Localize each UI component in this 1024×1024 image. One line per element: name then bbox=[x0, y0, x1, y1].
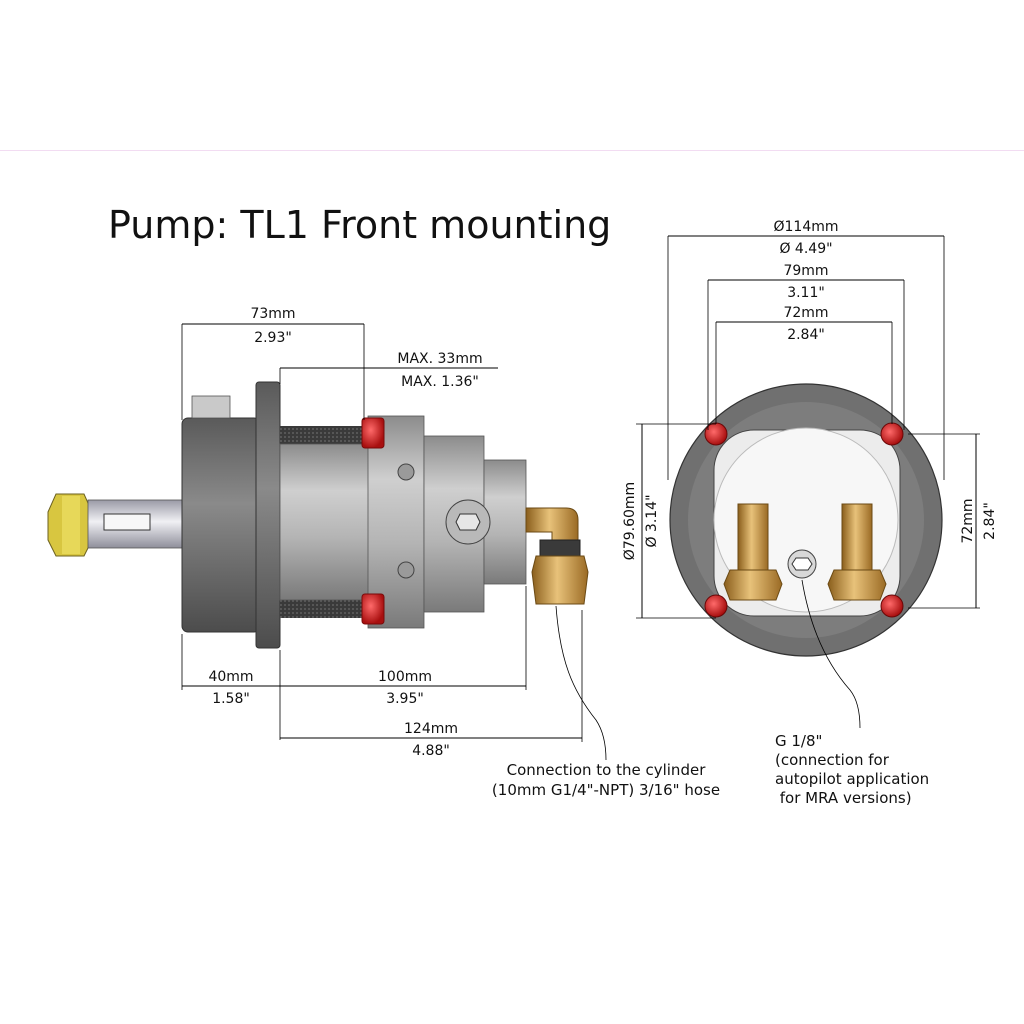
elbow-fitting bbox=[525, 507, 579, 541]
dim-124-imperial: 4.88" bbox=[412, 743, 450, 759]
cylinder-note-line2: (10mm G1/4"-NPT) 3/16" hose bbox=[492, 781, 720, 799]
autopilot-note-line3: autopilot application bbox=[775, 770, 929, 788]
body-screw-bottom bbox=[397, 561, 415, 579]
dim-7960-imperial: Ø 3.14" bbox=[644, 494, 660, 547]
seal-strip-bottom bbox=[280, 600, 368, 618]
mounting-flange bbox=[255, 381, 281, 649]
red-bolt-top bbox=[361, 417, 385, 449]
autopilot-note-line2: (connection for bbox=[775, 751, 890, 769]
dim-72-top-imperial: 2.84" bbox=[787, 327, 825, 343]
front-dimensions: Ø114mm Ø 4.49" 79mm 3.11" 72mm 2.84" Ø79… bbox=[622, 219, 998, 807]
dim-79-metric: 79mm bbox=[783, 263, 828, 279]
red-bolt-bottom bbox=[361, 593, 385, 625]
autopilot-note-line1: G 1/8" bbox=[775, 732, 822, 750]
dim-40-metric: 40mm bbox=[208, 669, 253, 685]
front-view-pump bbox=[669, 383, 943, 657]
dim-114-imperial: Ø 4.49" bbox=[779, 241, 832, 257]
front-bolt-bl bbox=[704, 594, 728, 618]
front-bolt-br bbox=[880, 594, 904, 618]
dim-73-imperial: 2.93" bbox=[254, 330, 292, 346]
page-title: Pump: TL1 Front mounting bbox=[108, 203, 611, 247]
dim-124-metric: 124mm bbox=[404, 721, 458, 737]
shaft-keyway bbox=[103, 513, 151, 531]
port-left bbox=[737, 503, 769, 571]
dim-114-metric: Ø114mm bbox=[773, 219, 838, 235]
autopilot-leader bbox=[801, 579, 861, 729]
dim-100-metric: 100mm bbox=[378, 669, 432, 685]
dim-max-metric: MAX. 33mm bbox=[397, 351, 482, 367]
dim-7960-metric: Ø79.60mm bbox=[622, 482, 638, 560]
dim-max-imperial: MAX. 1.36" bbox=[401, 374, 479, 390]
cylinder-leader bbox=[555, 605, 607, 761]
dim-73-metric: 73mm bbox=[250, 306, 295, 322]
seal-strip-top bbox=[280, 426, 368, 444]
side-dimensions: 73mm 2.93" MAX. 33mm MAX. 1.36" 40mm 1.5… bbox=[181, 306, 720, 799]
dim-79-imperial: 3.11" bbox=[787, 285, 825, 301]
front-bolt-tr bbox=[880, 422, 904, 446]
top-divider bbox=[0, 150, 1024, 151]
port-right bbox=[841, 503, 873, 571]
dim-72-right-imperial: 2.84" bbox=[982, 502, 998, 540]
body-screw-top bbox=[397, 463, 415, 481]
autopilot-note-line4: for MRA versions) bbox=[775, 789, 912, 807]
dim-40-imperial: 1.58" bbox=[212, 691, 250, 707]
hose-nut bbox=[531, 555, 589, 605]
side-view-pump bbox=[47, 381, 589, 649]
dim-72-right-metric: 72mm bbox=[960, 498, 976, 543]
dim-100-imperial: 3.95" bbox=[386, 691, 424, 707]
cylinder-note-line1: Connection to the cylinder bbox=[507, 761, 707, 779]
top-boss bbox=[191, 395, 231, 419]
rear-cap bbox=[181, 417, 261, 633]
dim-72-top-metric: 72mm bbox=[783, 305, 828, 321]
